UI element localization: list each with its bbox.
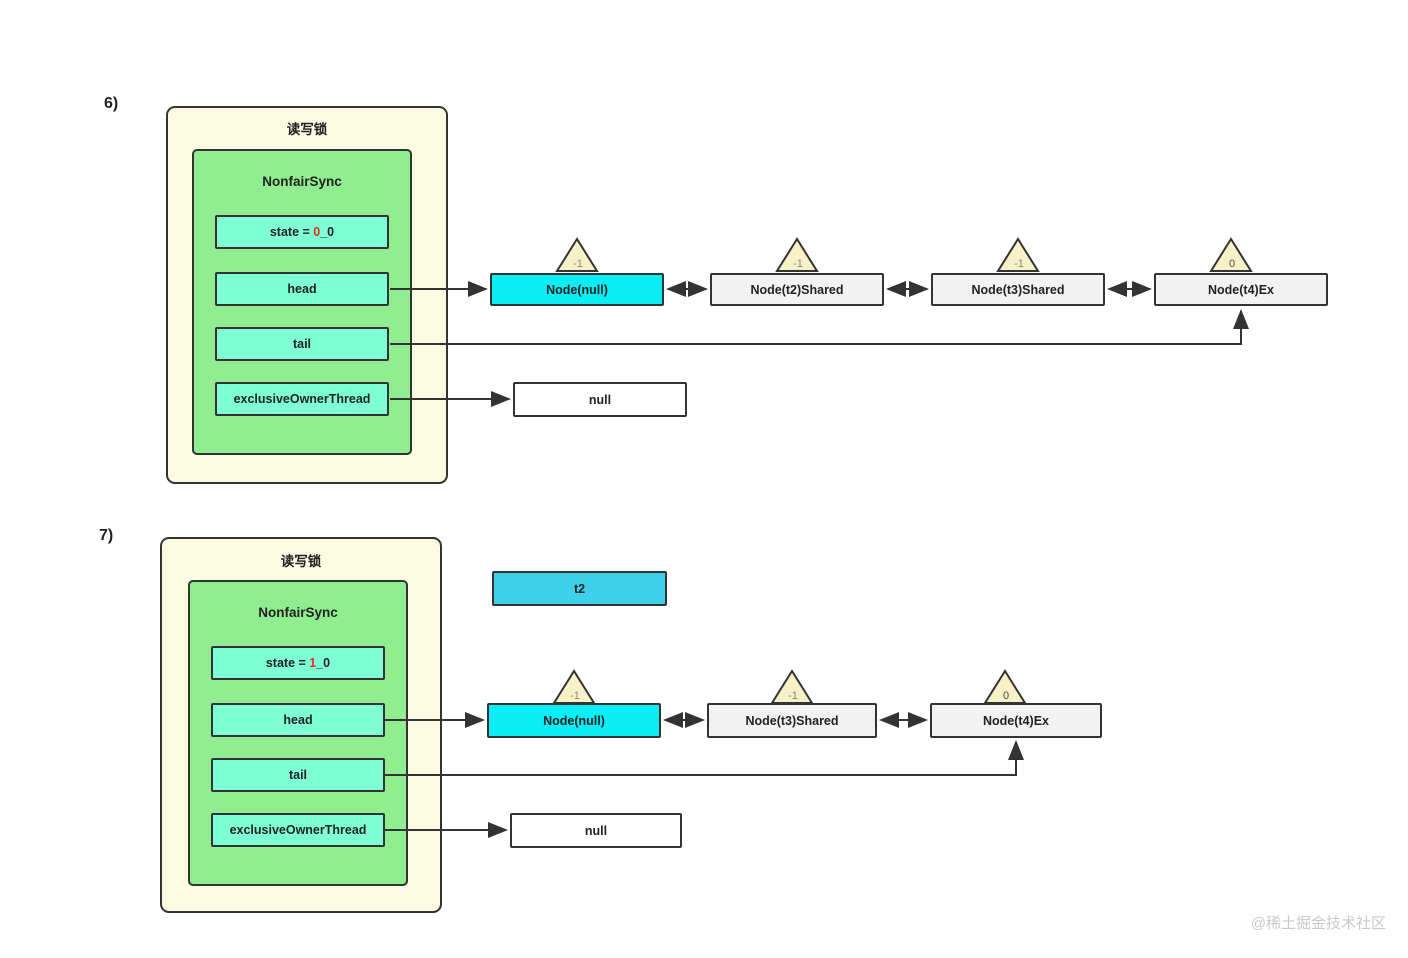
tail-pointer-arrow — [390, 309, 1249, 345]
state-write-count: 0 — [313, 225, 321, 239]
waitstatus-triangle — [996, 237, 1040, 272]
state-label: state = — [269, 225, 314, 239]
waitstatus-triangle — [555, 237, 599, 272]
diagram7-node-t4-ex: Node(t4)Ex — [930, 703, 1102, 738]
waitstatus-value: 0 — [1229, 258, 1235, 270]
waitstatus-triangle — [1209, 237, 1253, 272]
diagram7-nonfairsync-title: NonfairSync — [258, 605, 338, 620]
diagram6-node-t4-ex: Node(t4)Ex — [1154, 273, 1328, 306]
diagram7-null-box: null — [510, 813, 682, 848]
waitstatus-value: -1 — [570, 690, 580, 702]
waitstatus-value: -1 — [573, 258, 583, 270]
waitstatus-triangle — [775, 237, 819, 272]
waitstatus-triangle — [770, 669, 814, 704]
diagram7-state-field: state = 1_0 — [211, 646, 385, 680]
state-write-count: 1 — [309, 656, 317, 670]
diagram7-node-null: Node(null) — [487, 703, 661, 738]
diagram6-number: 6) — [104, 95, 119, 112]
diagram6-nonfairsync-title: NonfairSync — [262, 174, 342, 189]
waitstatus-triangle — [983, 669, 1027, 704]
diagram6-node-null: Node(null) — [490, 273, 664, 306]
waitstatus-triangle — [552, 669, 596, 704]
diagram7-head-field: head — [211, 703, 385, 737]
watermark: @稀土掘金技术社区 — [1250, 915, 1386, 932]
diagram7-node-t3-shared: Node(t3)Shared — [707, 703, 877, 738]
waitstatus-value: -1 — [1014, 258, 1024, 270]
waitstatus-value: -1 — [788, 690, 798, 702]
diagram7-exclusiveownerthread-field: exclusiveOwnerThread — [211, 813, 385, 847]
state-read-count: _0 — [320, 225, 335, 239]
state-label: state = — [265, 656, 310, 670]
diagram7-thread-t2-box: t2 — [492, 571, 667, 606]
diagram6-head-field: head — [215, 272, 389, 306]
waitstatus-value: -1 — [793, 258, 803, 270]
diagram7-number: 7) — [99, 527, 114, 544]
diagram6-state-field: state = 0_0 — [215, 215, 389, 249]
diagram7-rwlock-title: 读写锁 — [280, 554, 322, 569]
tail-pointer-arrow — [385, 740, 1024, 776]
state-read-count: _0 — [316, 656, 331, 670]
diagram6-node-t3-shared: Node(t3)Shared — [931, 273, 1105, 306]
diagram6-exclusiveownerthread-field: exclusiveOwnerThread — [215, 382, 389, 416]
diagram7-tail-field: tail — [211, 758, 385, 792]
diagram6-null-box: null — [513, 382, 687, 417]
diagram6-rwlock-title: 读写锁 — [286, 122, 328, 137]
waitstatus-value: 0 — [1003, 690, 1009, 702]
diagram6-tail-field: tail — [215, 327, 389, 361]
diagram6-node-t2-shared: Node(t2)Shared — [710, 273, 884, 306]
